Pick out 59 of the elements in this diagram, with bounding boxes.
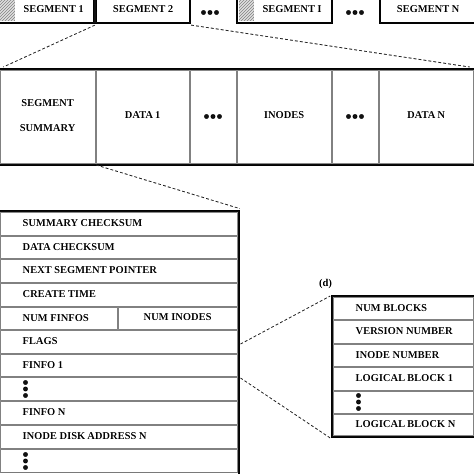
field-label: CREATE TIME bbox=[22, 289, 96, 300]
field-label: DATA CHECKSUM bbox=[22, 242, 115, 252]
field-label: SEGMENT SUMMARY bbox=[18, 97, 76, 136]
table-cell bbox=[0, 306, 118, 330]
table-cell bbox=[96, 70, 190, 164]
block-frame bbox=[331, 295, 474, 438]
field-label: VERSION NUMBER bbox=[356, 326, 453, 337]
field-label: INODES bbox=[264, 109, 304, 124]
table-cell bbox=[332, 344, 474, 366]
table-cell bbox=[332, 414, 474, 436]
field-label: SEGMENT N bbox=[396, 3, 460, 18]
table-cell bbox=[378, 70, 474, 164]
field-label: INODE NUMBER bbox=[356, 350, 440, 360]
segment-box bbox=[95, 0, 191, 24]
field-label: SEGMENT I bbox=[262, 3, 322, 18]
field-label: FLAGS bbox=[22, 336, 58, 347]
segment-box bbox=[236, 0, 333, 24]
field-label: DATA 1 bbox=[124, 109, 160, 124]
table-cell bbox=[0, 354, 238, 376]
table-cell bbox=[0, 236, 238, 258]
table-cell bbox=[0, 400, 238, 424]
field-label: SUMMARY CHECKSUM bbox=[22, 218, 142, 229]
table-cell bbox=[236, 70, 332, 164]
segment-box bbox=[379, 0, 474, 24]
panel-label: (d) bbox=[319, 278, 332, 289]
zoom-line bbox=[240, 296, 331, 345]
field-label: SEGMENT 1 bbox=[23, 3, 84, 18]
table-cell bbox=[332, 320, 474, 344]
table-cell bbox=[0, 70, 96, 164]
field-label: NEXT SEGMENT POINTER bbox=[22, 265, 157, 276]
table-cell bbox=[0, 424, 238, 448]
table-cell bbox=[332, 390, 474, 414]
table-cell bbox=[118, 306, 238, 330]
field-label: FINFO 1 bbox=[22, 360, 64, 370]
table-cell bbox=[332, 70, 378, 164]
field-label: NUM BLOCKS bbox=[356, 302, 427, 314]
block-frame bbox=[0, 68, 474, 166]
table-cell bbox=[332, 366, 474, 390]
block-frame bbox=[0, 210, 240, 474]
table-cell bbox=[0, 258, 238, 282]
zoom-line bbox=[2, 24, 96, 68]
table-cell bbox=[190, 70, 236, 164]
field-label: SEGMENT 2 bbox=[112, 3, 174, 18]
table-cell bbox=[0, 376, 238, 400]
field-label: INODE DISK ADDRESS N bbox=[22, 431, 146, 442]
table-cell bbox=[0, 330, 238, 354]
field-label: DATA N bbox=[407, 109, 445, 124]
segment-box bbox=[0, 0, 95, 24]
field-label: LOGICAL BLOCK 1 bbox=[356, 373, 453, 384]
field-label: NUM INODES bbox=[144, 310, 212, 325]
table-cell bbox=[0, 282, 238, 306]
zoom-line bbox=[240, 377, 331, 438]
field-label: FINFO N bbox=[22, 407, 66, 418]
table-cell bbox=[332, 296, 474, 320]
field-label: LOGICAL BLOCK N bbox=[356, 419, 456, 430]
table-cell bbox=[0, 448, 238, 472]
zoom-line bbox=[190, 24, 470, 68]
field-label: NUM FINFOS bbox=[22, 312, 89, 324]
table-cell bbox=[0, 212, 238, 236]
